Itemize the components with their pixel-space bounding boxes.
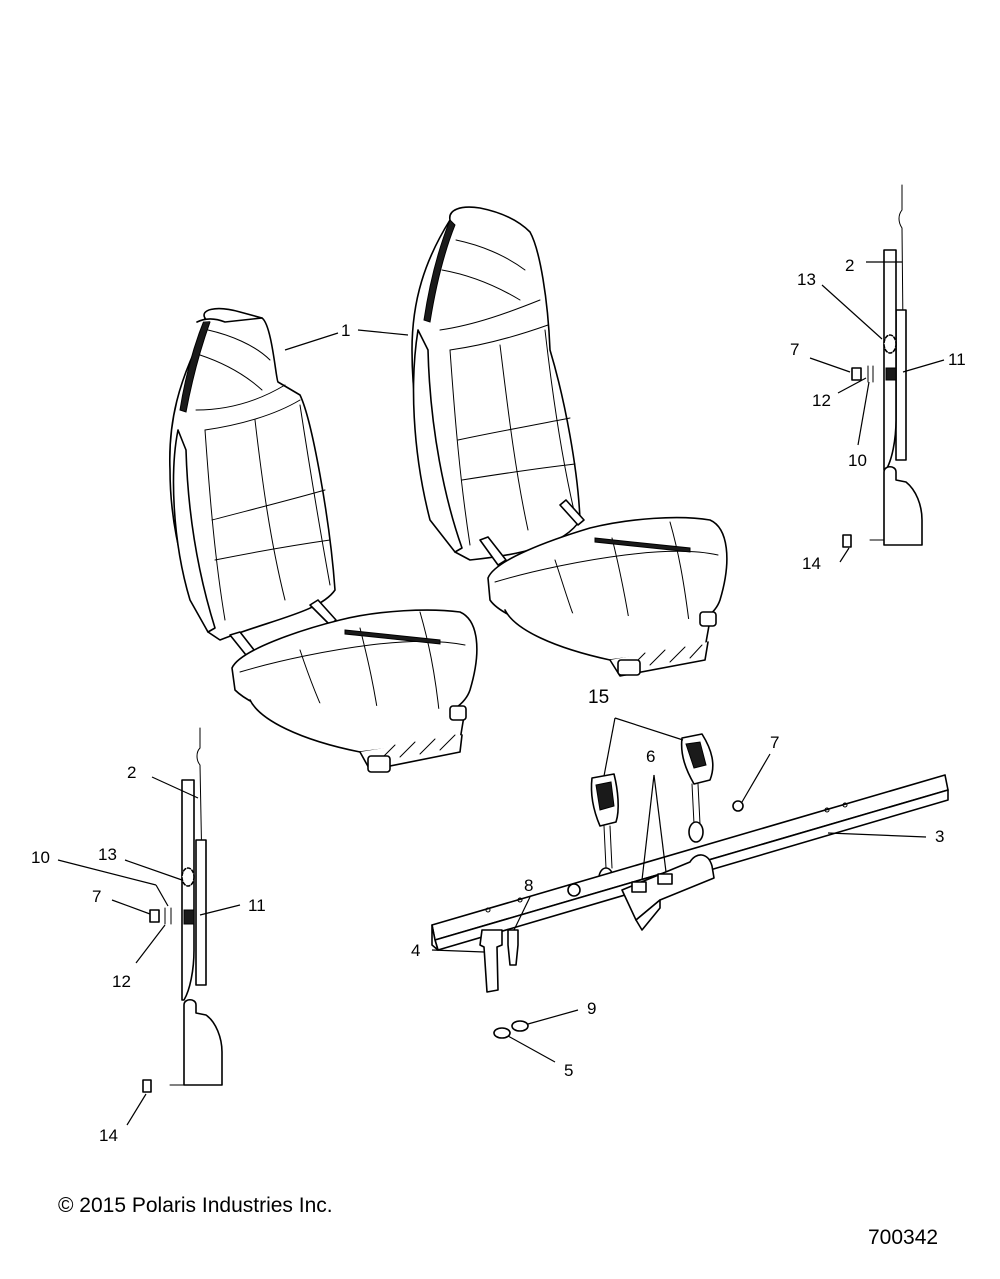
callout-9: 9 [587,999,596,1018]
seat-right [411,206,728,677]
cross-tube-assembly [431,774,949,1039]
leader-lines [57,261,945,1126]
callout-5: 5 [564,1061,573,1080]
callout-7-tube: 7 [770,733,779,752]
callout-10-left: 10 [31,848,50,867]
callout-labels: 1 2 13 7 11 12 10 14 2 10 13 7 11 12 14 … [31,256,966,1145]
callout-12-right: 12 [812,391,831,410]
callout-7-left: 7 [92,887,101,906]
callout-1: 1 [341,321,350,340]
callout-15: 15 [588,687,609,708]
callout-6: 6 [646,747,655,766]
callout-11-left: 11 [248,896,266,915]
callout-8: 8 [524,876,533,895]
callout-11-right: 11 [948,350,966,369]
callout-3: 3 [935,827,944,846]
callout-7-right: 7 [790,340,799,359]
callout-14-left: 14 [99,1126,118,1145]
seat-left [168,307,478,773]
copyright-notice: © 2015 Polaris Industries Inc. [58,1194,333,1217]
callout-2-right: 2 [845,256,854,275]
callout-10-right: 10 [848,451,867,470]
callout-2-left: 2 [127,763,136,782]
callout-4: 4 [411,941,420,960]
callout-13-right: 13 [797,270,816,289]
callout-13-left: 13 [98,845,117,864]
seat-belt-right [842,184,923,548]
seat-belt-left [142,727,223,1093]
callout-14-right: 14 [802,554,821,573]
seat-belt-buckles [590,733,714,889]
diagram-number: 700342 [868,1226,939,1249]
callout-12-left: 12 [112,972,131,991]
